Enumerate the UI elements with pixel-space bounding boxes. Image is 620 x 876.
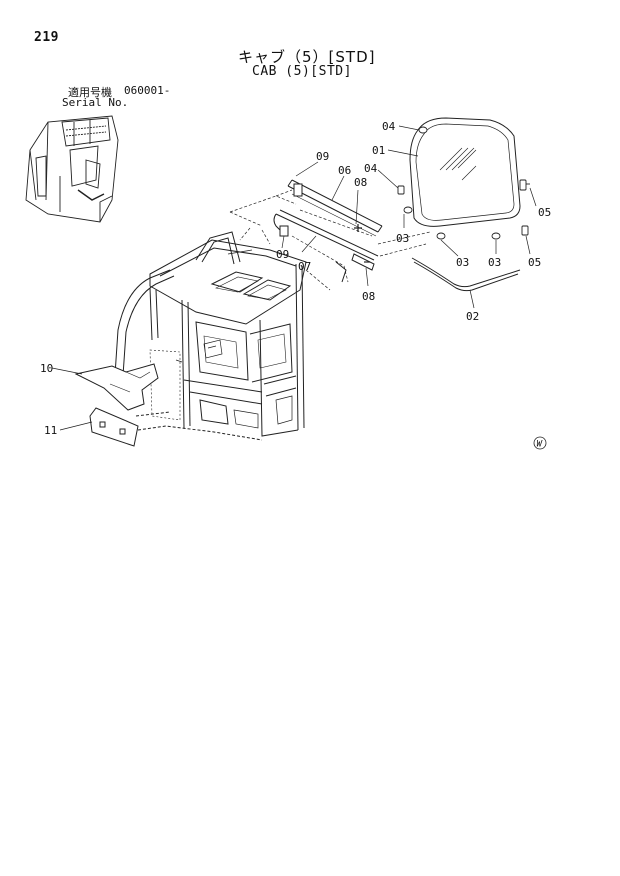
cab-frame [113, 231, 307, 441]
serial-label-english: Serial No. [62, 96, 129, 109]
callout-03-center: 03 [456, 256, 469, 269]
callout-09-upper: 09 [316, 150, 329, 163]
page-number: 219 [34, 30, 59, 45]
callout-05-upper: 05 [538, 206, 551, 219]
callout-labels: 04 01 04 05 03 03 03 05 02 09 06 08 09 0… [40, 120, 551, 437]
serial-label-japanese: 適用号機 [68, 86, 112, 99]
upper-rail [287, 179, 383, 237]
callout-10: 10 [40, 362, 53, 375]
callout-03-right: 03 [488, 256, 501, 269]
callout-02: 02 [466, 310, 479, 323]
callout-11: 11 [44, 424, 57, 437]
callout-01: 01 [372, 144, 385, 157]
assembly-leader-lines [229, 189, 431, 291]
callout-08-lower: 08 [362, 290, 375, 303]
callout-09-lower: 09 [276, 248, 289, 261]
floor-mat [74, 363, 159, 411]
callout-03-left: 03 [396, 232, 409, 245]
callout-leaders [51, 125, 537, 431]
circled-mark-letter: W [537, 440, 544, 450]
front-glass [409, 117, 521, 227]
locator-thumbnail [25, 115, 119, 223]
page-title-japanese: キャブ（5）[STD] [238, 48, 376, 66]
serial-range: 060001- [124, 84, 171, 97]
callout-05-lower: 05 [528, 256, 541, 269]
page-title-english: CAB (5)[STD] [252, 64, 352, 79]
callout-07: 07 [298, 260, 311, 273]
fastener-parts [397, 126, 530, 240]
callout-06: 06 [338, 164, 351, 177]
seal-strip [411, 257, 521, 292]
circled-mark: W [533, 436, 547, 450]
callout-04-mid: 04 [364, 162, 378, 175]
cover-plate [89, 407, 139, 447]
callout-08-upper: 08 [354, 176, 367, 189]
callout-04-top: 04 [382, 120, 396, 133]
lower-rail [273, 209, 379, 283]
